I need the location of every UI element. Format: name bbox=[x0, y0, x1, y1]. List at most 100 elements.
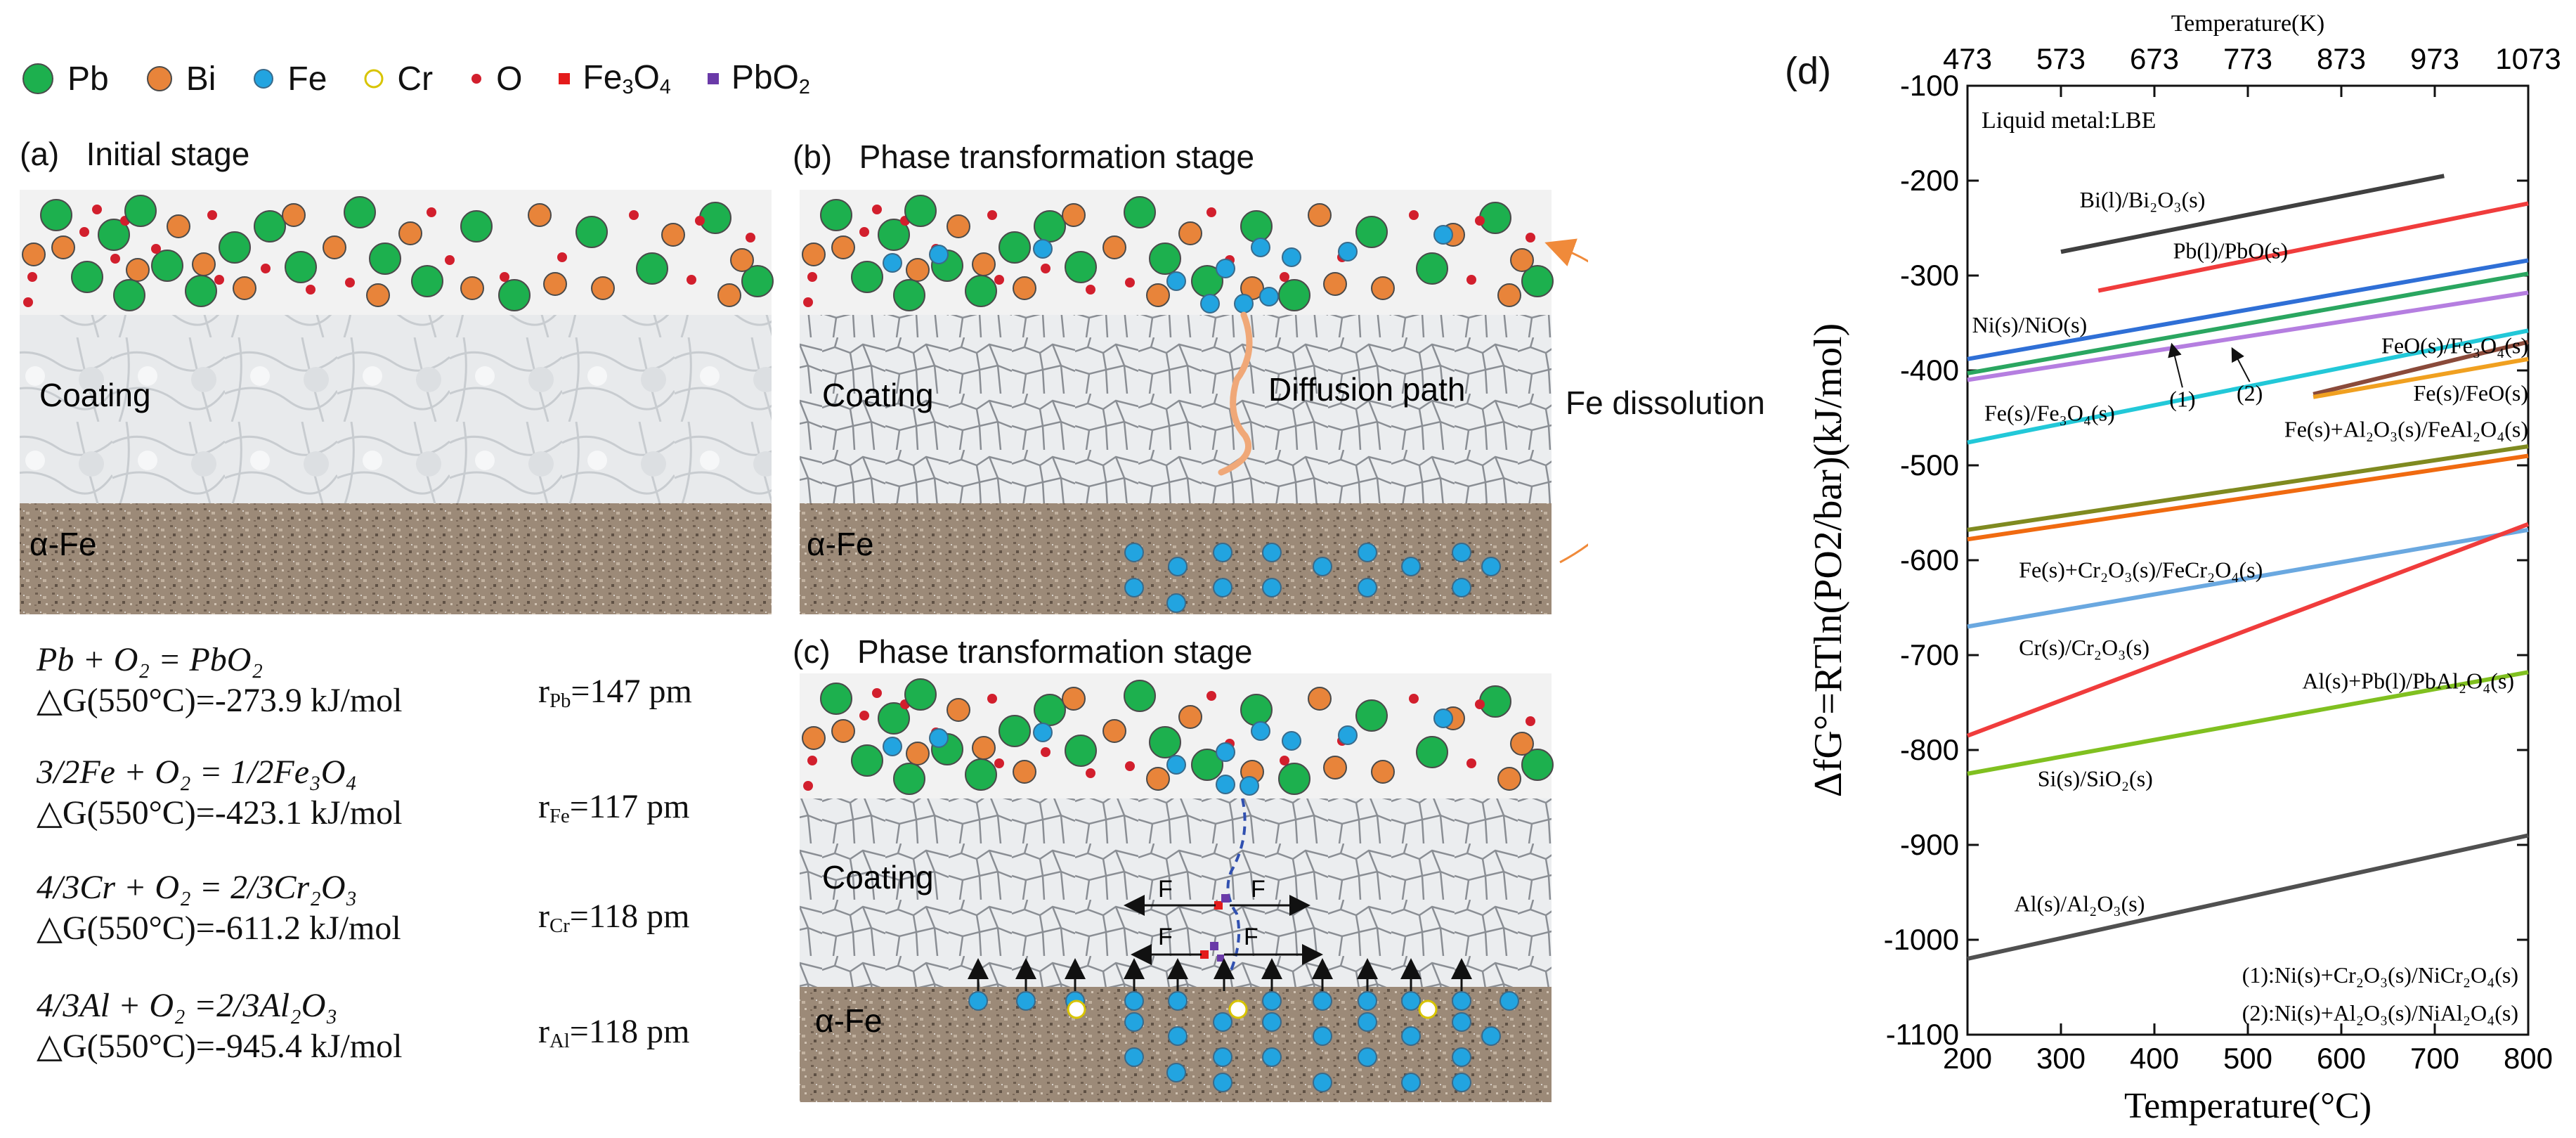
o-atom bbox=[687, 275, 696, 285]
legend-item-pbo2: PbO2 bbox=[707, 58, 810, 99]
o-atom bbox=[1086, 285, 1095, 295]
bi-atom bbox=[1510, 248, 1534, 272]
panel-d-letter: (d) bbox=[1785, 50, 1831, 92]
fe-atom bbox=[1124, 1012, 1144, 1032]
bi-atom bbox=[1510, 732, 1534, 756]
fe-atom bbox=[1200, 294, 1220, 313]
fe-atom bbox=[1168, 557, 1188, 576]
pb-atom bbox=[820, 199, 852, 231]
x2-tick-label: 473 bbox=[1943, 42, 1992, 75]
x-tick-label: 500 bbox=[2223, 1042, 2272, 1075]
pb-atom bbox=[1278, 279, 1310, 311]
o-atom bbox=[1475, 699, 1485, 709]
force-label: F bbox=[1251, 876, 1266, 903]
o-atom bbox=[306, 285, 316, 295]
fe-atom bbox=[883, 737, 902, 756]
pb-atom bbox=[893, 279, 925, 311]
panel-b-coating-label: Coating bbox=[822, 377, 934, 413]
series-label: Pb(l)/PbO(s) bbox=[2173, 238, 2289, 264]
pb-atom bbox=[878, 219, 910, 251]
o-atom bbox=[1475, 216, 1485, 226]
fe-atom bbox=[1452, 1073, 1471, 1092]
x-tick-label: 400 bbox=[2130, 1042, 2179, 1075]
o-atom bbox=[427, 207, 436, 217]
fe-atom bbox=[1166, 1063, 1186, 1082]
pb-atom bbox=[40, 199, 72, 231]
pb-atom bbox=[699, 202, 731, 234]
fe-atom bbox=[1259, 287, 1279, 306]
series-line bbox=[1967, 258, 2529, 361]
fe-atom bbox=[1166, 271, 1186, 291]
o-atom bbox=[79, 227, 89, 237]
bi-atom bbox=[233, 276, 256, 300]
pb-atom bbox=[460, 210, 493, 243]
fe-atom bbox=[1452, 543, 1471, 562]
series-label: Fe(s)/Fe₃O₄(s) bbox=[1984, 401, 2115, 426]
o-atom bbox=[629, 210, 639, 220]
fe-atom bbox=[1358, 1012, 1377, 1032]
o-atom bbox=[27, 272, 37, 282]
pb-atom bbox=[904, 678, 937, 711]
legend-label: Bi bbox=[186, 60, 216, 98]
pb-atom bbox=[1240, 694, 1273, 726]
o-atom bbox=[1125, 278, 1135, 287]
fe-atom bbox=[1168, 1026, 1188, 1046]
x-tick-label: 600 bbox=[2317, 1042, 2366, 1075]
o-atom bbox=[1041, 747, 1050, 757]
pb-atom bbox=[965, 275, 997, 307]
fe-atom bbox=[1213, 543, 1232, 562]
callout-arrow bbox=[2231, 347, 2251, 382]
bi-atom bbox=[1178, 705, 1202, 729]
x2-tick-label: 873 bbox=[2317, 42, 2366, 75]
o-atom bbox=[1409, 210, 1419, 220]
legend-label: Fe bbox=[287, 60, 327, 98]
y-tick-label: -800 bbox=[1900, 733, 1959, 766]
y-tick-label: -600 bbox=[1900, 543, 1959, 576]
diffusion-path-label: Diffusion path bbox=[1268, 371, 1465, 408]
series-label: Si(s)/SiO₂(s) bbox=[2038, 765, 2153, 791]
fe-atom bbox=[1262, 991, 1282, 1011]
legend-item-bi: Bi bbox=[145, 60, 216, 98]
pb-atom bbox=[185, 275, 217, 307]
series-line bbox=[1967, 444, 2529, 532]
series-label: Fe(s)+Al₂O₃(s)/FeAl₂O₄(s) bbox=[2284, 417, 2528, 442]
fe-atom bbox=[1313, 991, 1332, 1011]
pb-atom bbox=[1479, 685, 1511, 718]
fe-atom bbox=[1124, 1047, 1144, 1067]
bi-atom bbox=[717, 283, 741, 307]
fe-atom-icon bbox=[254, 69, 274, 89]
o-atom bbox=[1409, 694, 1419, 704]
x2-axis-title: Temperature(K) bbox=[2171, 11, 2325, 37]
o-atom bbox=[23, 297, 33, 307]
bi-atom bbox=[126, 258, 150, 282]
o-atom bbox=[1280, 756, 1289, 765]
fe-atom bbox=[883, 253, 902, 273]
fe-dissolution-label: Fe dissolution bbox=[1566, 384, 1765, 421]
series-line bbox=[1967, 670, 2529, 776]
x-tick-label: 700 bbox=[2410, 1042, 2459, 1075]
legend-label: Pb bbox=[67, 60, 109, 98]
fe-atom bbox=[1016, 991, 1036, 1011]
o-atom bbox=[1466, 758, 1476, 768]
o-atom bbox=[345, 278, 355, 287]
o-atom-icon bbox=[471, 74, 482, 84]
o-atom bbox=[1041, 264, 1050, 273]
x-tick-label: 800 bbox=[2504, 1042, 2553, 1075]
x2-tick-label: 573 bbox=[2036, 42, 2086, 75]
fe-atom bbox=[1358, 578, 1377, 597]
fe-atom bbox=[1313, 1073, 1332, 1092]
radius-cr: rCr=118 pm bbox=[538, 898, 690, 938]
bi-atom-icon bbox=[146, 66, 172, 91]
x-axis-title: Temperature(°C) bbox=[2124, 1086, 2372, 1126]
fe-atom bbox=[1216, 775, 1235, 794]
force-label: F bbox=[1244, 924, 1258, 950]
o-atom bbox=[557, 252, 567, 262]
o-atom bbox=[859, 711, 869, 720]
fe-atom bbox=[1401, 1026, 1421, 1046]
pb-atom bbox=[851, 744, 883, 777]
legend-label: O bbox=[496, 60, 523, 98]
series-label: FeO(s)/Fe₃O₄(s) bbox=[2381, 333, 2528, 358]
pb-atom bbox=[851, 261, 883, 293]
o-atom bbox=[261, 264, 271, 273]
x-tick-label: 200 bbox=[1943, 1042, 1992, 1075]
